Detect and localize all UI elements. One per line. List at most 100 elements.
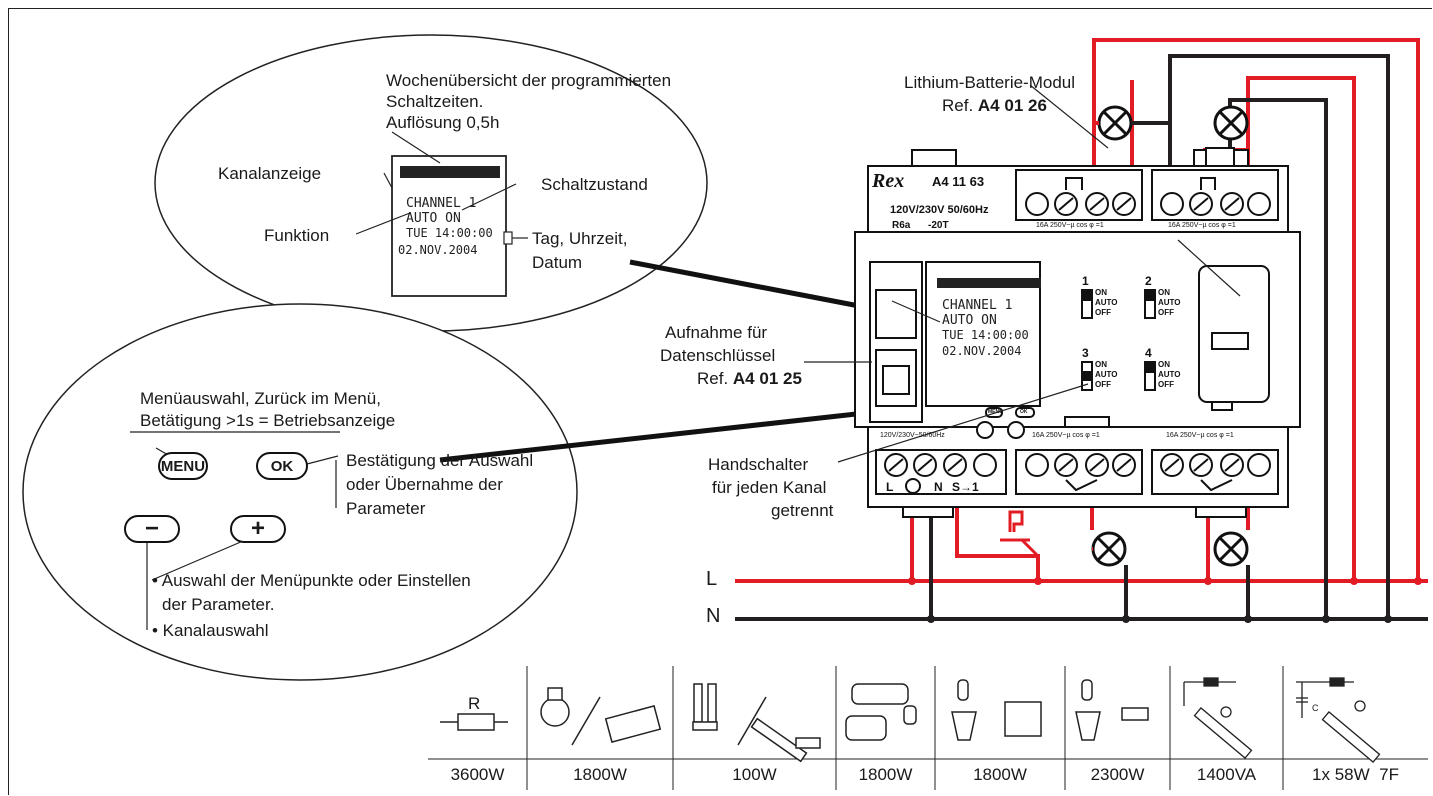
plus-button[interactable]: + — [230, 515, 286, 543]
wattage-halogen-transformer: 1800W — [973, 765, 1027, 784]
channel-4-label: 4 — [1145, 346, 1152, 360]
battery-module-label: Lithium-Batterie-Modul — [904, 73, 1076, 92]
tube-choke-icon — [1183, 677, 1253, 759]
ok-description-3: Parameter — [346, 499, 426, 518]
manual-switch-label-1: Handschalter — [708, 455, 809, 474]
switch-2-off: OFF — [1158, 308, 1174, 317]
resolution-label: Auflösung 0,5h — [386, 113, 500, 132]
zoom-lcd-frame — [391, 155, 507, 297]
leader-lines — [130, 84, 1241, 630]
channel-indicator-label: Kanalanzeige — [218, 164, 322, 183]
battery-ref-prefix: Ref. — [942, 96, 978, 115]
switch-2-on: ON — [1158, 288, 1170, 297]
voltage-rating: 120V/230V 50/60Hz — [890, 204, 989, 216]
ok-description-2: oder Übernahme der — [346, 475, 503, 494]
device-lcd-line-3: TUE 14:00:00 — [942, 328, 1029, 342]
rating-bottom-3: 16A 250V~µ cos φ =1 — [1166, 432, 1234, 439]
wattage-tube-uncompensated: 1400VA — [1196, 765, 1257, 784]
zoom-lcd-line-3: TUE 14:00:00 — [406, 226, 493, 240]
resistor-label: R — [468, 694, 481, 713]
switch-4-off: OFF — [1158, 380, 1174, 389]
datetime-label-1: Tag, Uhrzeit, — [532, 229, 628, 248]
terminal-n: N — [934, 480, 943, 494]
bulb-icon — [540, 687, 662, 746]
switch-3-auto: AUTO — [1095, 370, 1118, 379]
switch-3-on: ON — [1095, 360, 1107, 369]
switch-4-on: ON — [1158, 360, 1170, 369]
resistor-icon — [440, 713, 508, 731]
switch-3-off: OFF — [1095, 380, 1111, 389]
battery-ref-line: Ref. A4 01 26 — [942, 95, 1047, 116]
diagram-frame — [8, 8, 1432, 795]
buttons-zoom-ellipse — [22, 303, 578, 681]
brand-logo: Rex — [872, 170, 905, 192]
data-key-ref-prefix: Ref. — [697, 369, 733, 388]
temp-rating: -20T — [928, 220, 949, 231]
loads-table — [428, 666, 1428, 790]
ok-button[interactable]: OK — [256, 452, 308, 480]
wattage-resistive: 3600W — [450, 765, 505, 784]
battery-ref: A4 01 26 — [977, 96, 1047, 115]
fluorescent-icon — [692, 683, 821, 763]
bullet-1b: der Parameter. — [162, 595, 275, 614]
weekly-overview-title: Wochenübersicht der programmierten Schal… — [386, 71, 672, 111]
switch-state-label: Schaltzustand — [541, 175, 648, 194]
minus-button[interactable]: − — [124, 515, 180, 543]
device-ok-button[interactable]: OK — [1020, 409, 1028, 415]
tube-capacitor-icon — [1296, 677, 1381, 763]
device-lcd-line-1: CHANNEL 1 — [942, 298, 1013, 313]
line-n-label: N — [706, 605, 721, 627]
ok-description-1: Bestätigung der Auswahl — [346, 451, 534, 470]
display-zoom-pointer — [629, 259, 881, 313]
zoom-lcd-line-4: 02.NOV.2004 — [398, 243, 478, 257]
zoom-lcd-line-1: CHANNEL 1 — [406, 196, 477, 211]
channel-1-label: 1 — [1082, 274, 1089, 288]
top-terminal-blocks — [1015, 169, 1279, 221]
device-menu-button[interactable]: MENU — [988, 409, 1003, 415]
rating-top-1: 16A 250V~µ cos φ =1 — [1036, 222, 1104, 229]
wattage-tube-compensated: 1x 58W 7F — [1312, 765, 1399, 784]
rating-bottom-1: 120V/230V~50/60Hz — [880, 432, 945, 439]
lamp-wires — [1092, 121, 1170, 551]
switch-1-auto: AUTO — [1095, 298, 1118, 307]
device-lcd-line-2: AUTO ON — [942, 313, 997, 328]
bottom-terminal-blocks — [875, 449, 1279, 495]
manual-switch-label-3: getrennt — [771, 501, 834, 520]
data-key-ref-line: Ref. A4 01 25 — [697, 368, 802, 389]
capacitor-label: C — [1312, 703, 1319, 713]
halogen-transformer-icon — [951, 679, 1042, 741]
junction-dots-neutral — [927, 615, 1392, 623]
datetime-label-2: Datum — [532, 253, 583, 272]
terminal-s: S→1 — [952, 480, 979, 494]
menu-button[interactable]: MENU — [158, 452, 208, 480]
wattage-motor: 1800W — [858, 765, 913, 784]
wattage-fluorescent-compact: 100W — [732, 765, 777, 784]
data-key-label-1: Aufnahme für — [665, 323, 768, 342]
push-switch — [1000, 510, 1040, 558]
switch-4-auto: AUTO — [1158, 370, 1181, 379]
data-key-ref: A4 01 25 — [732, 369, 802, 388]
switch-1-off: OFF — [1095, 308, 1111, 317]
data-key-label-2: Datenschlüssel — [660, 346, 776, 365]
device-lcd-line-4: 02.NOV.2004 — [942, 344, 1022, 358]
channel-3-label: 3 — [1082, 346, 1089, 360]
battery-type: R6a — [892, 220, 911, 231]
channel-2-label: 2 — [1145, 274, 1152, 288]
terminal-l: L — [886, 480, 894, 494]
bullet-2: • Kanalauswahl — [152, 621, 269, 640]
menu-description-1: Menüauswahl, Zurück im Menü, — [140, 389, 381, 408]
wattage-incandescent: 1800W — [573, 765, 627, 784]
manual-switch-label-2: für jeden Kanal — [712, 478, 827, 497]
menu-description-2: Betätigung >1s = Betriebsanzeige — [140, 411, 396, 430]
halogen-ballast-icon — [1075, 679, 1149, 741]
model-number: A4 11 63 — [932, 174, 985, 189]
bullet-1a: • Auswahl der Menüpunkte oder Einstellen — [152, 571, 471, 590]
lcd-bar-graphs — [400, 166, 1041, 288]
lamp-icon — [1091, 105, 1249, 567]
motor-icon — [845, 683, 917, 741]
rating-bottom-2: 16A 250V~µ cos φ =1 — [1032, 432, 1100, 439]
line-l-label: L — [706, 568, 718, 590]
switch-2-auto: AUTO — [1158, 298, 1181, 307]
function-label: Funktion — [264, 226, 330, 245]
